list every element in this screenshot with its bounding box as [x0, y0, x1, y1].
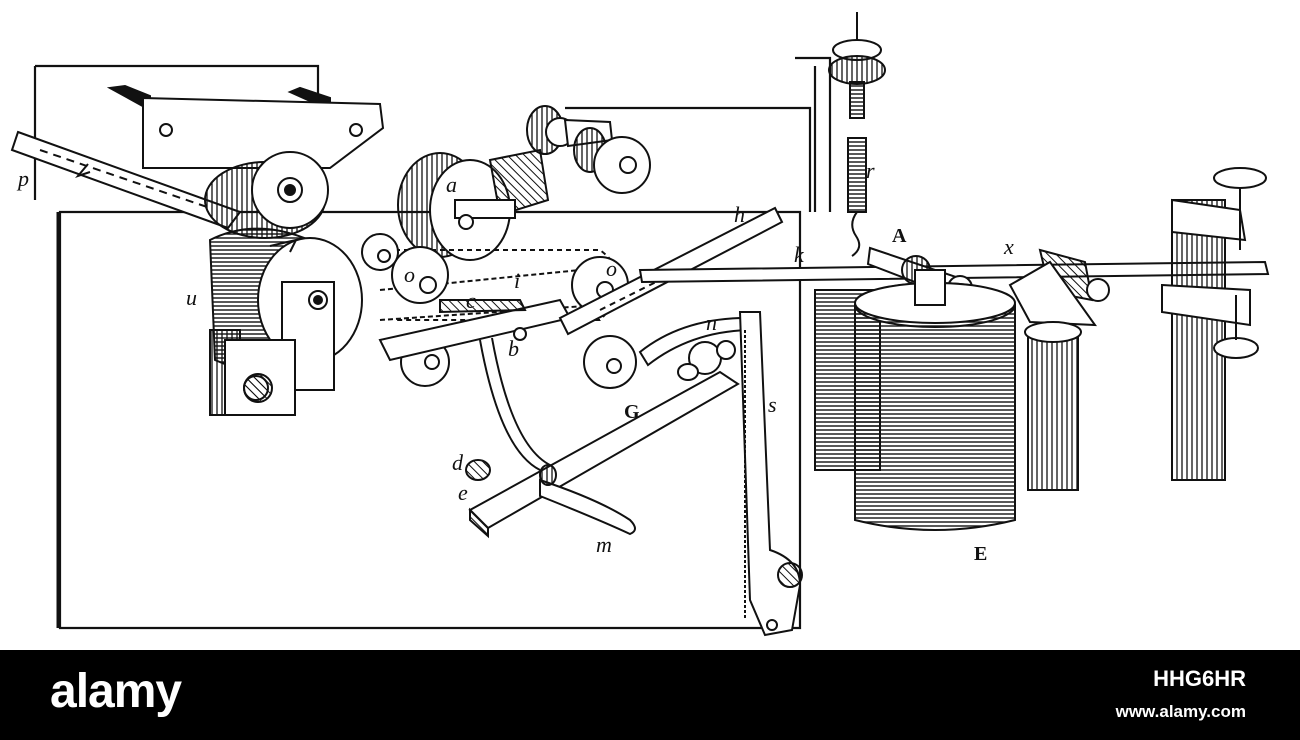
label-p: p — [16, 166, 29, 191]
machine-engraving: p u a o o i c h b n G s d e m k r A x E — [10, 12, 1270, 637]
label-b: b — [508, 336, 519, 361]
label-d: d — [452, 450, 464, 475]
label-h: h — [734, 202, 745, 227]
quadrant-g — [465, 316, 750, 539]
screws — [243, 375, 269, 401]
bar-s — [738, 311, 803, 637]
label-x: x — [1003, 234, 1014, 259]
machine-frame — [33, 56, 832, 630]
top-bracket — [106, 84, 385, 169]
label-s: s — [768, 392, 777, 417]
watermark-footer: alamy HHG6HR www.alamy.com — [0, 650, 1300, 740]
label-i: i — [514, 268, 520, 293]
label-r: r — [866, 158, 875, 183]
label-A: A — [892, 225, 907, 247]
label-o2: o — [606, 256, 617, 281]
label-m: m — [596, 532, 612, 557]
spring-r — [828, 12, 886, 257]
wheel-a — [397, 148, 550, 261]
label-c: c — [466, 288, 476, 313]
label-n: n — [706, 310, 717, 335]
upper-rollers — [526, 105, 651, 194]
electromagnet-e — [814, 269, 1016, 531]
chain-drive — [361, 233, 637, 389]
image-id: HHG6HR — [1153, 666, 1246, 691]
label-o1: o — [404, 262, 415, 287]
label-e: e — [458, 480, 468, 505]
label-k: k — [794, 242, 805, 267]
support-posts — [1024, 167, 1267, 491]
label-G: G — [624, 401, 640, 423]
label-u: u — [186, 285, 197, 310]
drum-support — [209, 329, 296, 416]
label-a: a — [446, 172, 457, 197]
brand-logo: alamy — [50, 665, 182, 718]
label-E: E — [974, 543, 987, 565]
brand-url: www.alamy.com — [1115, 702, 1246, 721]
